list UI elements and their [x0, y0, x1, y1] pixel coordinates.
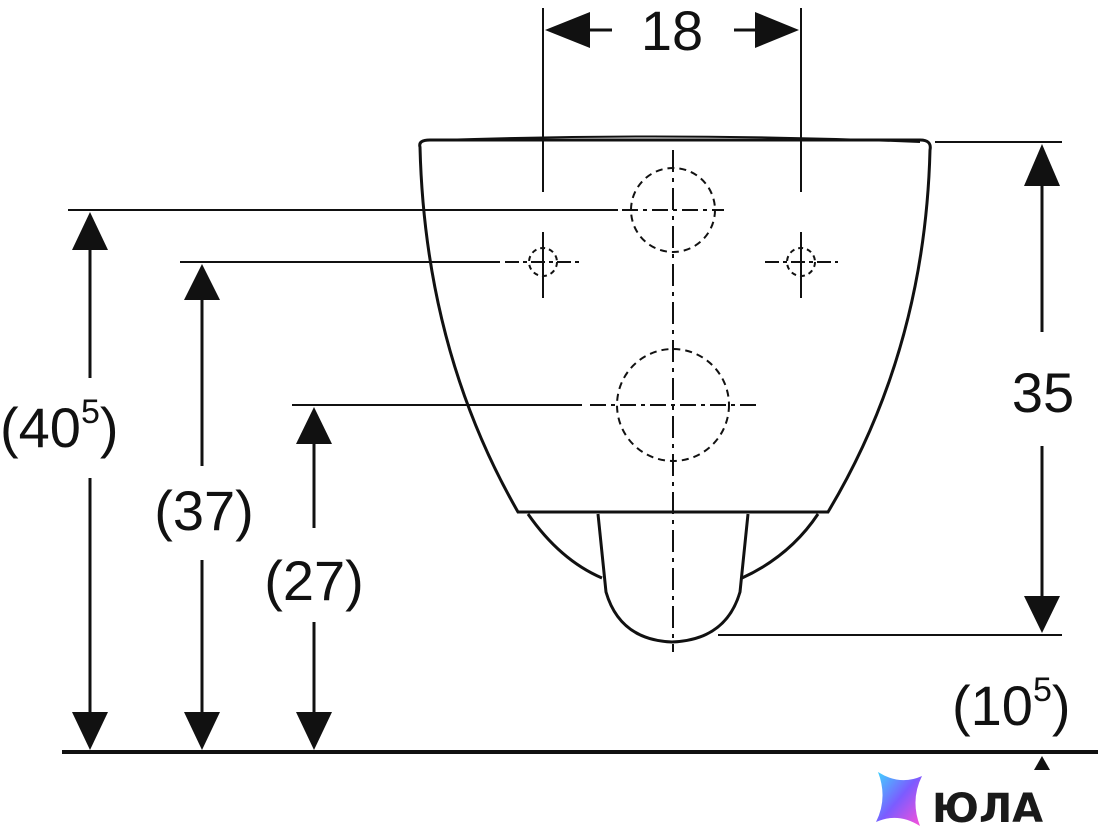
watermark-text: ЮЛА [932, 786, 1043, 832]
dim-18-label: 18 [641, 0, 703, 62]
dim-405-sup: 5 [81, 393, 100, 431]
toilet-lower-curve [526, 513, 603, 580]
toilet-outlet [596, 513, 750, 644]
dim-105-arrow [1034, 756, 1050, 770]
dim-37-label: (37) [154, 479, 254, 542]
dim-405-arrows [72, 212, 108, 750]
dim-405-close: ) [100, 396, 119, 459]
dim-105-close: ) [1052, 674, 1071, 737]
dim-105-main: (10 [952, 674, 1033, 737]
dim-37-arrows [184, 264, 220, 750]
dim-105-label: (105) [952, 671, 1071, 737]
dim-405-label: (405) [0, 393, 119, 459]
lower-hole [616, 348, 730, 462]
toilet-bowl-outline [418, 138, 932, 514]
right-bolt-hole [765, 232, 838, 298]
toilet-lower-curve-right [741, 513, 820, 580]
dim-105-sup: 5 [1033, 671, 1052, 709]
watermark: ЮЛА [876, 772, 1043, 832]
left-bolt-hole [505, 232, 580, 298]
dim-35-arrows [1024, 144, 1060, 633]
dim-27-label: (27) [264, 549, 364, 612]
toilet-rim [439, 135, 921, 143]
dim-405-main: (40 [0, 396, 81, 459]
dim-18-arrows [545, 12, 799, 48]
star-logo-icon [876, 772, 922, 826]
dim-35-label: 35 [1012, 361, 1074, 424]
dim-27-arrows [296, 407, 332, 750]
